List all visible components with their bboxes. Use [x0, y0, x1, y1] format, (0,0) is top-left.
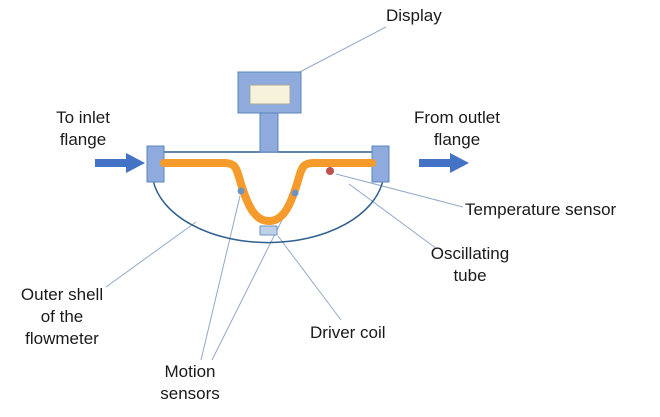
leader-line-motion-right [211, 197, 294, 361]
display-screen [249, 84, 291, 105]
inlet-flange-label: To inlet flange [56, 108, 110, 149]
motion-sensors-label: Motion sensors [160, 362, 220, 403]
leader-lines [105, 26, 464, 361]
oscillating-tube [160, 159, 376, 225]
leader-line-display [295, 26, 387, 75]
outer-shell [152, 179, 384, 244]
flow-arrows [95, 153, 469, 173]
outer-shell-label: Outer shell of the flowmeter [20, 285, 104, 348]
display-label: Display [386, 6, 442, 25]
leader-line-outer-shell [105, 221, 197, 288]
motion-sensor-dot-right [291, 189, 299, 197]
leader-line-temperature [335, 173, 464, 208]
temperature-sensor-label: Temperature sensor [465, 200, 617, 219]
motion-sensor-dot-left [237, 187, 245, 195]
display-stem [259, 112, 279, 153]
oscillating-tube-label: Oscillating tube [430, 244, 510, 285]
inlet-flow-arrow-icon [95, 153, 145, 173]
leader-line-motion-left [200, 195, 241, 361]
outlet-flow-arrow-icon [419, 153, 469, 173]
driver-coil-label: Driver coil [310, 323, 386, 342]
temperature-sensor-dot [326, 167, 334, 175]
leader-line-oscillating-tube [348, 183, 438, 250]
driver-coil [259, 225, 278, 236]
leader-line-driver-coil [277, 235, 342, 321]
motion-sensor-dots [237, 187, 299, 197]
outlet-flange-label: From outlet flange [414, 108, 500, 149]
